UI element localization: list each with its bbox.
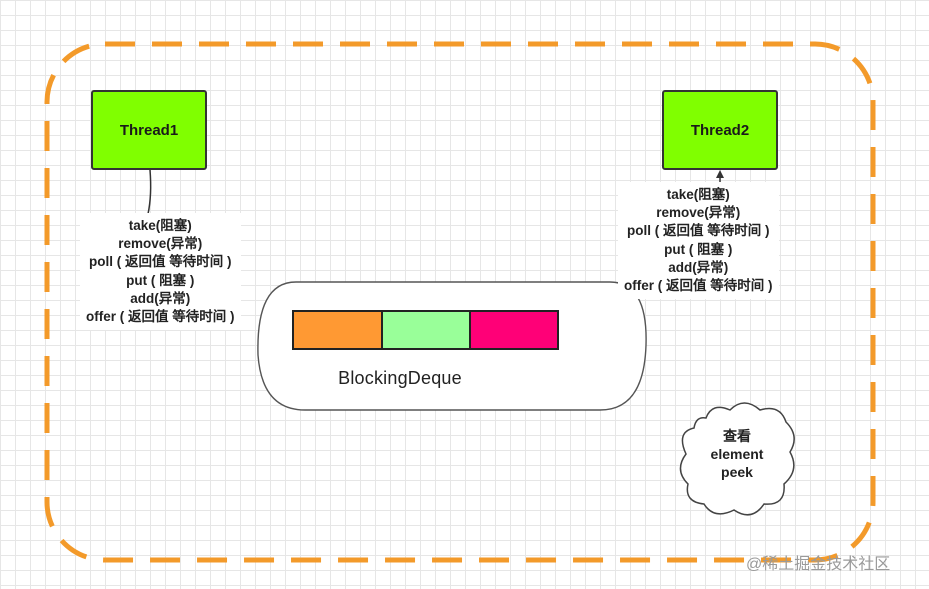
thread1-method: poll ( 返回值 等待时间 ): [89, 254, 232, 270]
peek-cloud-shape: [679, 402, 795, 516]
thread1-method: put ( 阻塞 ): [126, 272, 195, 288]
thread1-method: add(异常): [130, 290, 191, 306]
peek-cloud-line: 查看: [723, 428, 751, 444]
thread1-method: offer ( 返回值 等待时间 ): [86, 309, 235, 325]
thread2-method: take(阻塞): [666, 187, 730, 202]
thread2-method: remove(异常): [656, 205, 741, 221]
queue-cell-3: [469, 310, 559, 350]
thread1-connector: [147, 169, 152, 215]
thread2-arrowhead: [716, 170, 724, 178]
thread2-method: offer ( 返回值 等待时间 ): [624, 278, 773, 294]
thread1-label: Thread1: [119, 121, 179, 139]
thread1-method: remove(异常): [118, 236, 203, 252]
outer-dashed-boundary: [44, 41, 876, 563]
queue-label: BlockingDeque: [338, 368, 462, 388]
thread1-box: Thread1: [91, 90, 207, 170]
thread1-method: take(阻塞): [128, 218, 192, 233]
watermark: @稀土掘金技术社区: [746, 556, 891, 573]
thread1-method-list: take(阻塞) remove(异常) poll ( 返回值 等待时间 ) pu…: [80, 213, 241, 331]
queue-cell-2: [381, 310, 471, 350]
peek-cloud-line: peek: [721, 464, 753, 480]
thread2-label: Thread2: [690, 121, 750, 139]
thread2-method-list: take(阻塞) remove(异常) poll ( 返回值 等待时间 ) pu…: [618, 182, 779, 300]
thread2-method: poll ( 返回值 等待时间 ): [627, 223, 770, 239]
thread2-method: add(异常): [668, 259, 729, 275]
peek-cloud-line: element: [710, 446, 764, 462]
thread2-method: put ( 阻塞 ): [664, 241, 733, 257]
thread2-box: Thread2: [662, 90, 778, 170]
queue-cell-1: [292, 310, 383, 350]
peek-cloud-text: 查看 element peek: [694, 427, 780, 481]
